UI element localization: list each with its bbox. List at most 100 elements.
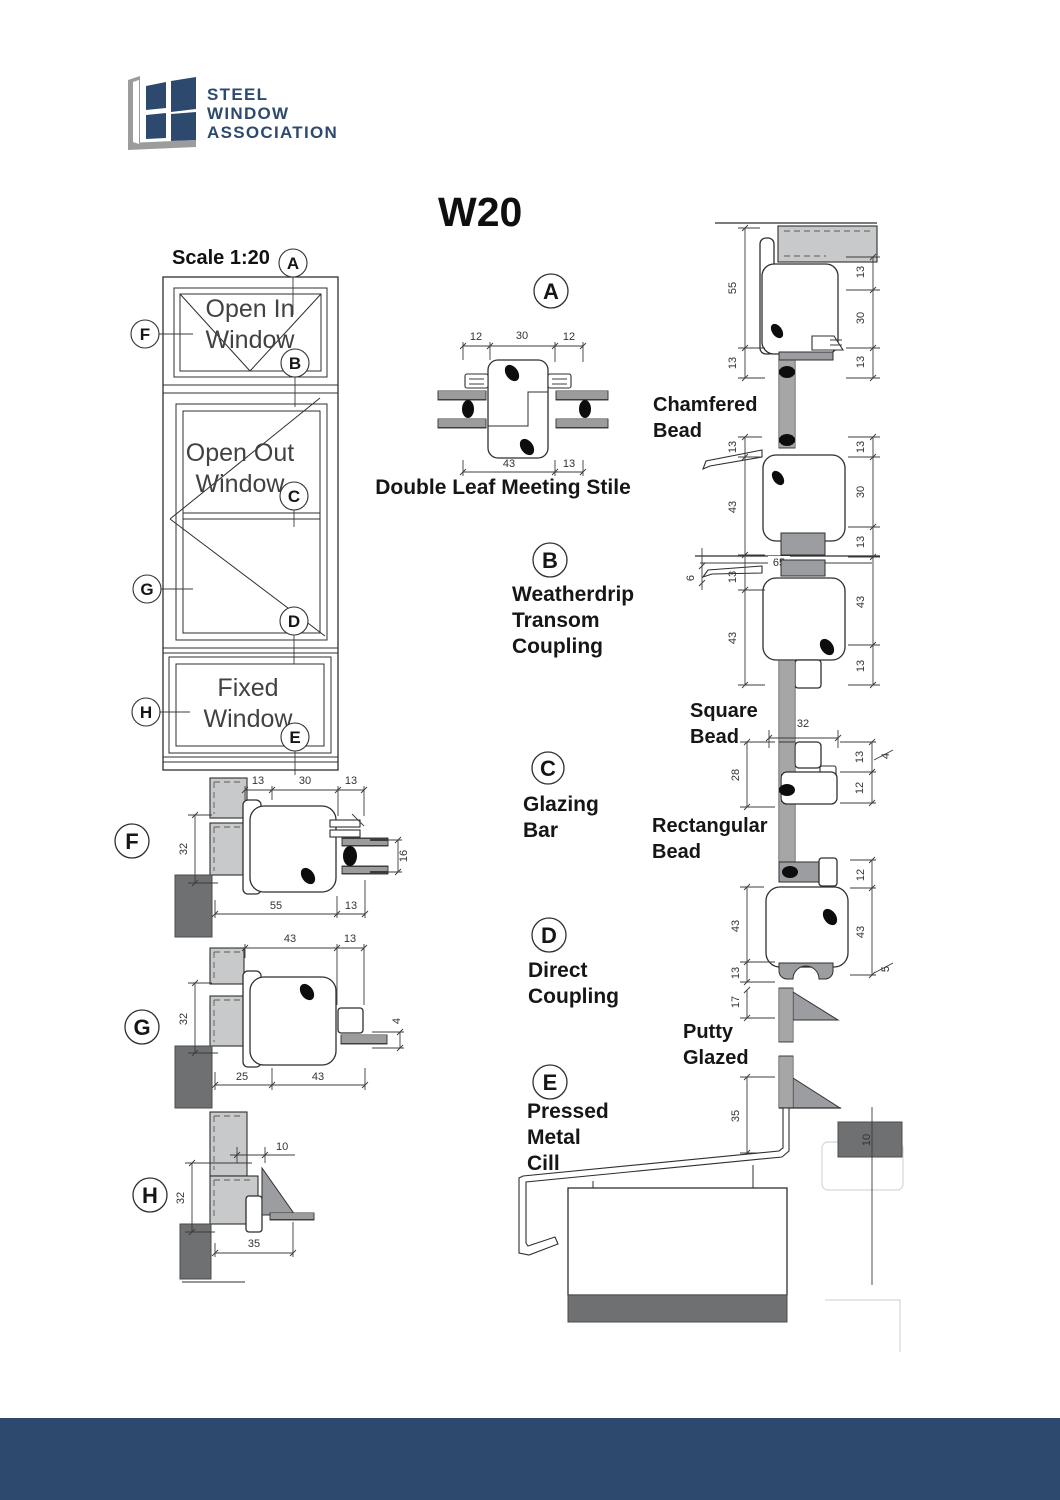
- dim-gbar-right-2: 12: [854, 782, 866, 794]
- dim-transom-left-1: 13: [727, 441, 739, 453]
- section-f-detail: F 13 30 13 32 16 55 13: [114, 775, 410, 938]
- logo-line-2: WINDOW: [207, 104, 289, 123]
- section-a-meeting-stile: A 12 30 12 43 13 Double Leaf Meeting Sti…: [375, 273, 631, 499]
- section-b-line-2: Transom: [512, 609, 600, 632]
- section-d-line-1: Direct: [528, 959, 588, 982]
- chamfered-bead-label-2: Bead: [653, 420, 702, 442]
- marker-e: E: [289, 728, 300, 747]
- page-title: W20: [438, 189, 522, 235]
- dim-gbar-top: 32: [797, 718, 809, 730]
- dim-h-bottom: 35: [248, 1238, 260, 1250]
- dim-head-left-1: 55: [727, 282, 739, 294]
- rectangular-bead-label-2: Bead: [652, 841, 701, 863]
- dim-f-right: 16: [398, 850, 410, 862]
- dim-f-bottom-1: 55: [270, 900, 282, 912]
- dim-sill-right-2: 43: [855, 926, 867, 938]
- dim-a-bottom-2: 13: [563, 458, 575, 470]
- putty-fillet: [792, 1077, 842, 1109]
- weatherdrip-blade-2: [701, 565, 763, 579]
- elevation-markers: A B C D E F G H: [130, 248, 310, 775]
- dim-gbar-left: 28: [730, 769, 742, 781]
- section-c-circle: C: [540, 756, 556, 781]
- section-e-line-3: Cill: [527, 1152, 560, 1175]
- fixed-label-2: Window: [204, 705, 294, 733]
- dim-g-right: 4: [391, 1018, 403, 1024]
- dim-sill-left-4: 35: [730, 1110, 742, 1122]
- dim-a-bottom-1: 43: [503, 458, 515, 470]
- putty-glazed-label-1: Putty: [683, 1021, 734, 1043]
- dim-f-top-3: 13: [345, 775, 357, 787]
- vertical-section-stack: 55 13 13 30 13 65 6 13 43 13 43 13 30 13…: [518, 222, 904, 1352]
- marker-a: A: [287, 254, 299, 273]
- section-a-title: Double Leaf Meeting Stile: [375, 476, 631, 499]
- dim-head-right-3: 13: [855, 356, 867, 368]
- dim-f-top-2: 30: [299, 775, 311, 787]
- section-labels: B Weatherdrip Transom Coupling C Glazing…: [512, 542, 634, 1175]
- section-d-line-2: Coupling: [528, 985, 619, 1008]
- marker-f: F: [140, 325, 150, 344]
- marker-h: H: [140, 703, 152, 722]
- dim-sill-right-1: 12: [855, 869, 867, 881]
- square-bead-label-2: Bead: [690, 726, 739, 748]
- open-out-label-2: Window: [196, 470, 286, 498]
- dim-g-left: 32: [178, 1013, 190, 1025]
- dim-transom-right-1: 13: [855, 441, 867, 453]
- dim-sill-block: 10: [861, 1134, 873, 1146]
- glazing: [778, 987, 794, 1043]
- dim-f-bottom-2: 13: [345, 900, 357, 912]
- dim-sill-left-1: 43: [730, 920, 742, 932]
- dim-transom-right-3: 13: [855, 536, 867, 548]
- putty-fillet: [792, 991, 840, 1021]
- section-b-line-1: Weatherdrip: [512, 583, 634, 606]
- section-g-detail: G 43 13 32 4 25 43: [124, 933, 404, 1109]
- dim-transom-right-5: 13: [855, 660, 867, 672]
- marker-b: B: [289, 354, 301, 373]
- dim-h-left: 32: [175, 1192, 187, 1204]
- dim-f-top-1: 13: [252, 775, 264, 787]
- masonry-base: [567, 1294, 788, 1323]
- open-in-label-2: Window: [206, 326, 296, 354]
- section-e-line-2: Metal: [527, 1126, 581, 1149]
- dim-transom-left-2: 43: [727, 501, 739, 513]
- putty-fillet: [261, 1166, 296, 1216]
- dim-transom-right-2: 30: [855, 486, 867, 498]
- dim-sill-left-3: 17: [730, 996, 742, 1008]
- dim-head-left-2: 13: [727, 357, 739, 369]
- putty-glazed-label-2: Glazed: [683, 1047, 749, 1069]
- section-a-circle: A: [543, 279, 559, 304]
- scale-label: Scale 1:20: [172, 247, 270, 269]
- dim-transom-left-5: 43: [727, 632, 739, 644]
- fixed-label-1: Fixed: [217, 674, 278, 702]
- section-g-circle: G: [133, 1015, 150, 1040]
- marker-d: D: [288, 612, 300, 631]
- dim-g-top-2: 13: [344, 933, 356, 945]
- marker-g: G: [140, 580, 153, 599]
- dim-a-top-1: 12: [470, 331, 482, 343]
- section-e-line-1: Pressed: [527, 1100, 609, 1123]
- bead-labels: Chamfered Bead Square Bead Rectangular B…: [652, 394, 768, 1069]
- section-b-circle: B: [542, 548, 558, 573]
- footer-bar: [0, 1418, 1060, 1500]
- section-h-circle: H: [142, 1183, 158, 1208]
- masonry-block: [567, 1187, 788, 1296]
- chamfered-bead-profile: [811, 335, 845, 351]
- dim-gbar-right-1: 13: [854, 751, 866, 763]
- swa-logo: STEEL WINDOW ASSOCIATION: [128, 76, 338, 150]
- dim-a-top-3: 12: [563, 331, 575, 343]
- logo-line-1: STEEL: [207, 85, 268, 104]
- glazing: [778, 659, 796, 743]
- section-f-circle: F: [125, 829, 138, 854]
- section-h-detail: H 10 32 35: [132, 1111, 315, 1283]
- section-b-line-3: Coupling: [512, 635, 603, 658]
- weather-bar: [778, 962, 834, 980]
- window-elevation: Open In Window Open Out Window Fixed Win…: [130, 248, 339, 775]
- pressed-metal-cill: [518, 1107, 790, 1256]
- glazing: [778, 1055, 794, 1109]
- dim-g-top-1: 43: [284, 933, 296, 945]
- dim-head-right-1: 13: [855, 266, 867, 278]
- logo-line-3: ASSOCIATION: [207, 123, 338, 142]
- dim-a-top-2: 30: [516, 330, 528, 342]
- dim-sill-offset: 5: [880, 966, 892, 972]
